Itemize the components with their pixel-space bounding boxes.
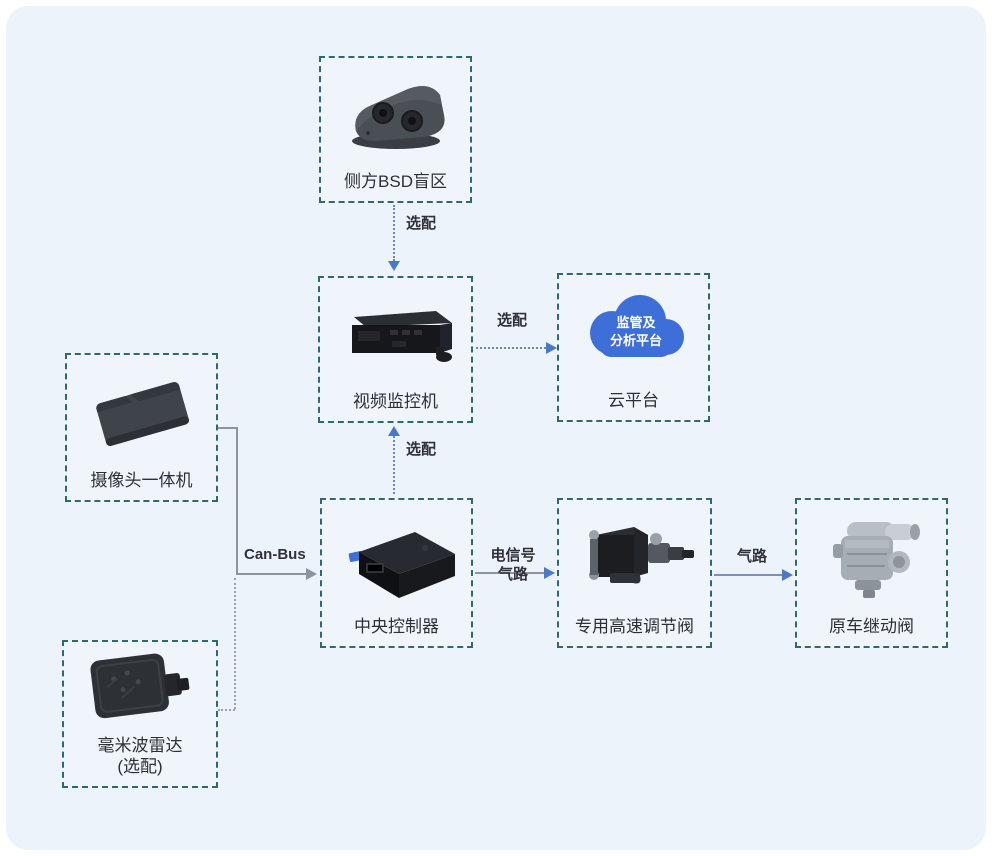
- edge-monitor-to-cloud-arrow-right-icon: [546, 342, 557, 354]
- edge-controller-to-valve-label: 电信号 气路: [478, 547, 548, 585]
- node-label-radar: 毫米波雷达 (选配): [64, 735, 216, 787]
- node-label-relay-valve: 原车继动阀: [829, 616, 914, 636]
- valve-device-icon: [559, 500, 710, 616]
- edge-controller-to-valve-arrow-right-icon: [544, 567, 555, 579]
- radar-label-line2: (选配): [117, 756, 163, 776]
- edge-bsd-to-monitor-label: 选配: [406, 215, 437, 232]
- node-label-controller: 中央控制器: [354, 616, 439, 636]
- node-relay-valve: 原车继动阀: [795, 498, 948, 648]
- node-camera-unit: 摄像头一体机: [65, 353, 218, 502]
- edge-controller-to-monitor-line: [393, 436, 395, 494]
- node-label-speed-valve: 专用高速调节阀: [575, 616, 694, 636]
- edge-canbus-label: Can-Bus: [244, 546, 306, 563]
- cloud-text-line2: 分析平台: [609, 333, 661, 348]
- bsd-camera-icon: [321, 58, 470, 171]
- edge-controller-to-monitor-label: 选配: [406, 441, 437, 458]
- node-video-monitor: 视频监控机: [318, 276, 473, 423]
- edge-controller-to-valve-line: [475, 572, 547, 574]
- edge-monitor-to-cloud-line: [476, 347, 546, 349]
- edge-valve-to-relay-label: 气路: [737, 548, 768, 565]
- cloud-text-line1: 监管及: [616, 315, 656, 330]
- edge-camera-canbus-segment3: [236, 573, 308, 575]
- edge-label-air-path: 气路: [497, 565, 528, 583]
- node-label-cloud: 云平台: [608, 390, 659, 410]
- edge-camera-canbus-segment1: [218, 427, 238, 429]
- edge-label-electric-signal: 电信号: [490, 547, 536, 564]
- node-central-controller: 中央控制器: [320, 498, 473, 648]
- node-label-video-monitor: 视频监控机: [353, 391, 438, 411]
- node-label-side-bsd: 侧方BSD盲区: [344, 171, 447, 191]
- edge-valve-to-relay-arrow-right-icon: [782, 569, 793, 581]
- edge-bsd-to-monitor-line: [393, 205, 395, 261]
- node-cloud-platform: 监管及 分析平台 云平台: [557, 273, 710, 422]
- radar-label-line1: 毫米波雷达: [97, 735, 183, 755]
- relay-valve-device-icon: [797, 500, 946, 616]
- controller-device-icon: [322, 500, 471, 616]
- edge-canbus-arrow-right-icon: [306, 568, 317, 580]
- cloud-icon: 监管及 分析平台: [559, 275, 708, 390]
- node-mmwave-radar: 毫米波雷达 (选配): [62, 640, 218, 788]
- edge-controller-to-monitor-arrow-up-icon: [388, 426, 400, 436]
- edge-radar-segment2: [234, 578, 236, 709]
- camera-device-icon: [67, 355, 216, 470]
- radar-device-icon: [64, 642, 216, 735]
- dvr-device-icon: [320, 278, 471, 391]
- node-side-bsd: 侧方BSD盲区: [319, 56, 472, 203]
- edge-monitor-to-cloud-label: 选配: [497, 312, 528, 329]
- edge-camera-canbus-segment2: [236, 427, 238, 575]
- edge-radar-segment1: [218, 709, 235, 711]
- node-label-camera-unit: 摄像头一体机: [90, 470, 193, 490]
- node-speed-valve: 专用高速调节阀: [557, 498, 712, 648]
- edge-bsd-to-monitor-arrow-down-icon: [388, 261, 400, 271]
- edge-valve-to-relay-line: [714, 574, 784, 576]
